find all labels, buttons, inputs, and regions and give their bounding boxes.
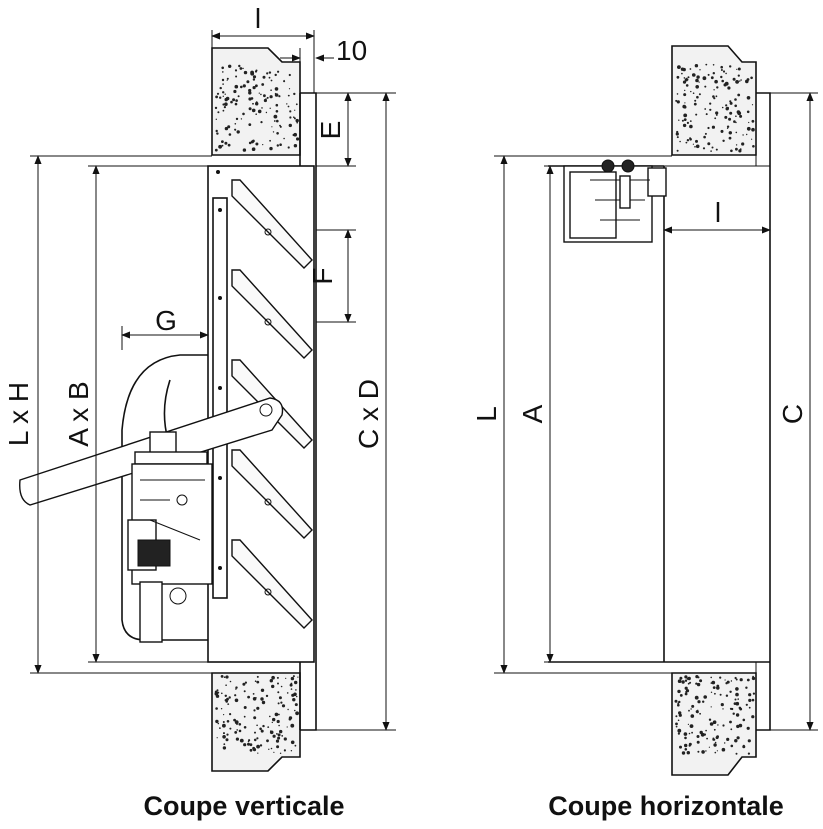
horizontal-section: l L A C Coupe horizontale — [471, 45, 818, 821]
dim-label-10: 10 — [336, 35, 367, 66]
dimension-10: 10 — [280, 35, 367, 66]
concrete-speckle — [214, 64, 300, 152]
dimension-f: F — [307, 229, 356, 323]
dimension-C: C — [770, 92, 818, 731]
top-wall-left — [211, 47, 301, 156]
bottom-wall-right — [671, 672, 757, 776]
concrete-speckle — [675, 63, 755, 153]
dimension-g: G — [121, 305, 209, 350]
dimension-A: A — [517, 165, 564, 663]
linkage-bar — [212, 197, 228, 599]
dim-label-axb: A x B — [63, 381, 94, 446]
bottom-wall-left — [211, 672, 301, 772]
concrete-speckle — [674, 675, 756, 755]
dim-label-e: E — [315, 121, 346, 140]
damper-frame-vertical — [207, 92, 317, 731]
dimension-l-vertical: l — [211, 3, 315, 93]
dim-label-C: C — [777, 404, 808, 424]
dim-label-lxh: L x H — [3, 382, 34, 446]
dimension-axb: A x B — [63, 165, 208, 663]
dim-label-g: G — [155, 305, 177, 336]
dim-label-L: L — [471, 406, 502, 422]
dimension-cxd: C x D — [316, 92, 396, 731]
dim-label-A: A — [517, 404, 548, 423]
dimension-l-horizontal: l — [663, 197, 771, 234]
actuator-mechanism — [19, 354, 284, 643]
dimension-lxh: L x H — [3, 155, 212, 674]
dim-label-l-h: l — [715, 197, 721, 228]
concrete-speckle — [214, 675, 299, 754]
caption-vertical: Coupe verticale — [143, 791, 344, 821]
top-wall-right — [671, 45, 757, 156]
caption-horizontal: Coupe horizontale — [548, 791, 784, 821]
actuator-top-view — [563, 159, 667, 243]
dim-label-cxd: C x D — [353, 379, 384, 449]
vertical-section: l 10 E F G — [3, 3, 396, 821]
dimension-L: L — [471, 155, 672, 674]
dim-label-l: l — [255, 3, 261, 34]
dimension-e: E — [315, 92, 356, 167]
dim-label-f: F — [307, 267, 338, 284]
